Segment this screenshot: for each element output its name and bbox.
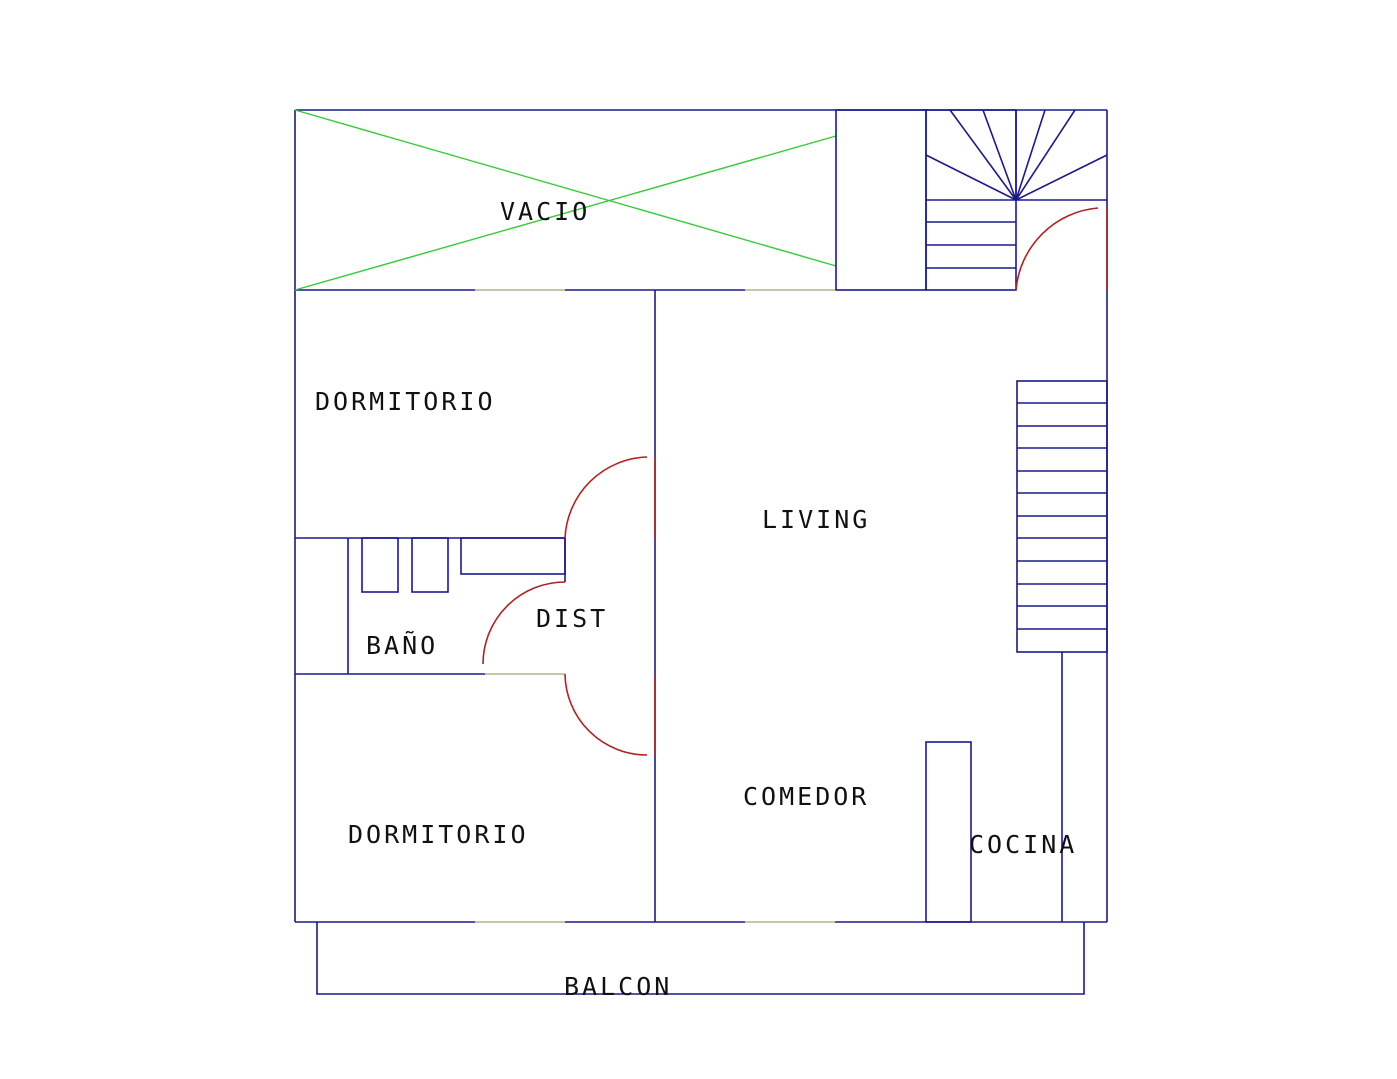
label-comedor: COMEDOR (743, 782, 869, 811)
entrance-door (1015, 207, 1108, 291)
label-dormitorio-top: DORMITORIO (315, 387, 496, 416)
outer-walls (294, 109, 1108, 923)
label-bano: BAÑO (366, 630, 438, 660)
label-vacio: VACIO (500, 197, 590, 226)
label-dist: DIST (536, 604, 608, 633)
label-dormitorio-bottom: DORMITORIO (348, 820, 529, 849)
stair-winder (925, 109, 1108, 291)
bathroom-fixtures (361, 537, 566, 593)
label-balcon: BALCON (564, 972, 672, 1001)
balcony (316, 922, 1085, 995)
kitchen-counters (925, 652, 1063, 923)
label-living: LIVING (762, 505, 870, 534)
void-area (294, 109, 927, 291)
doors (482, 456, 656, 756)
label-cocina: COCINA (969, 830, 1077, 859)
stair-straight (1016, 380, 1108, 653)
